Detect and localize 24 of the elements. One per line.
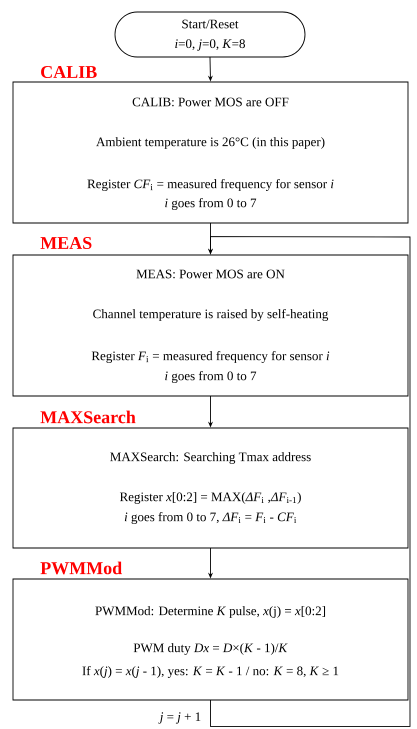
edge-label: j = j + 1 — [158, 711, 202, 725]
process-box: PWMMod: Determine K pulse, x(j) = x[0:2] PWM duty Dx = D×(K - 1)/K If x(j) = x(j - 1), yes: K = K - 1 / no: K = 8, K ≥ 1 — [12, 578, 408, 700]
node-label: PWM duty Dx = D×(K - 1)/K — [134, 643, 288, 655]
process-box: MAXSearch: Searching Tmax address Register x[0:2] = MAX(ΔF$_{i}$ ,ΔF$_{i-1}$) i goes from 0 to 7, ΔF$_{i}$ = F$_{i}$ - CF$_{i}$ — [12, 428, 408, 548]
node-label: PWMMod: Determine K pulse, x(j) = x[0:2] — [95, 606, 326, 618]
step-label: PWMMod — [40, 562, 122, 574]
process-box: CALIB: Power MOS are OFF Ambient temperature is 26°C (in this paper) Register CF$_{i}$ = measured frequency for sensor i i goes from 0 to 7 — [12, 82, 408, 224]
node-label: Register CF$_{i}$ = measured frequency for sensor i — [87, 179, 334, 191]
node-label: Channel temperature is raised by self-heating — [93, 309, 328, 321]
node-label: i goes from 0 to 7 — [165, 198, 256, 210]
node-label: i goes from 0 to 7 — [165, 371, 256, 383]
step-label: MEAS — [40, 236, 92, 250]
terminal: Start/Reset i=0, j=0, K=8 — [114, 12, 306, 58]
node-label: Ambient temperature is 26°C (in this paper) — [96, 137, 324, 149]
node-label: MAXSearch: Searching Tmax address — [110, 452, 311, 464]
step-label: MAXSearch — [40, 410, 136, 424]
node-label: Register x[0:2] = MAX(ΔF$_{i}$ ,ΔF$_{i-1}$) — [120, 492, 301, 504]
step-label: CALIB — [41, 66, 97, 78]
node-label: MEAS: Power MOS are ON — [136, 270, 285, 278]
process-box: MEAS: Power MOS are ON Channel temperature is raised by self-heating Register F$_{i}$ = measured frequency for sensor i i goes from 0 to 7 — [12, 254, 408, 396]
node-label: CALIB: Power MOS are OFF — [132, 98, 288, 106]
node-label: i goes from 0 to 7, ΔF$_{i}$ = F$_{i}$ - CF$_{i}$ — [124, 512, 296, 524]
node-label: If x(j) = x(j - 1), yes: K = K - 1 / no: K = 8, K ≥ 1 — [82, 666, 338, 678]
node-label: Register F$_{i}$ = measured frequency for sensor i — [92, 351, 330, 363]
